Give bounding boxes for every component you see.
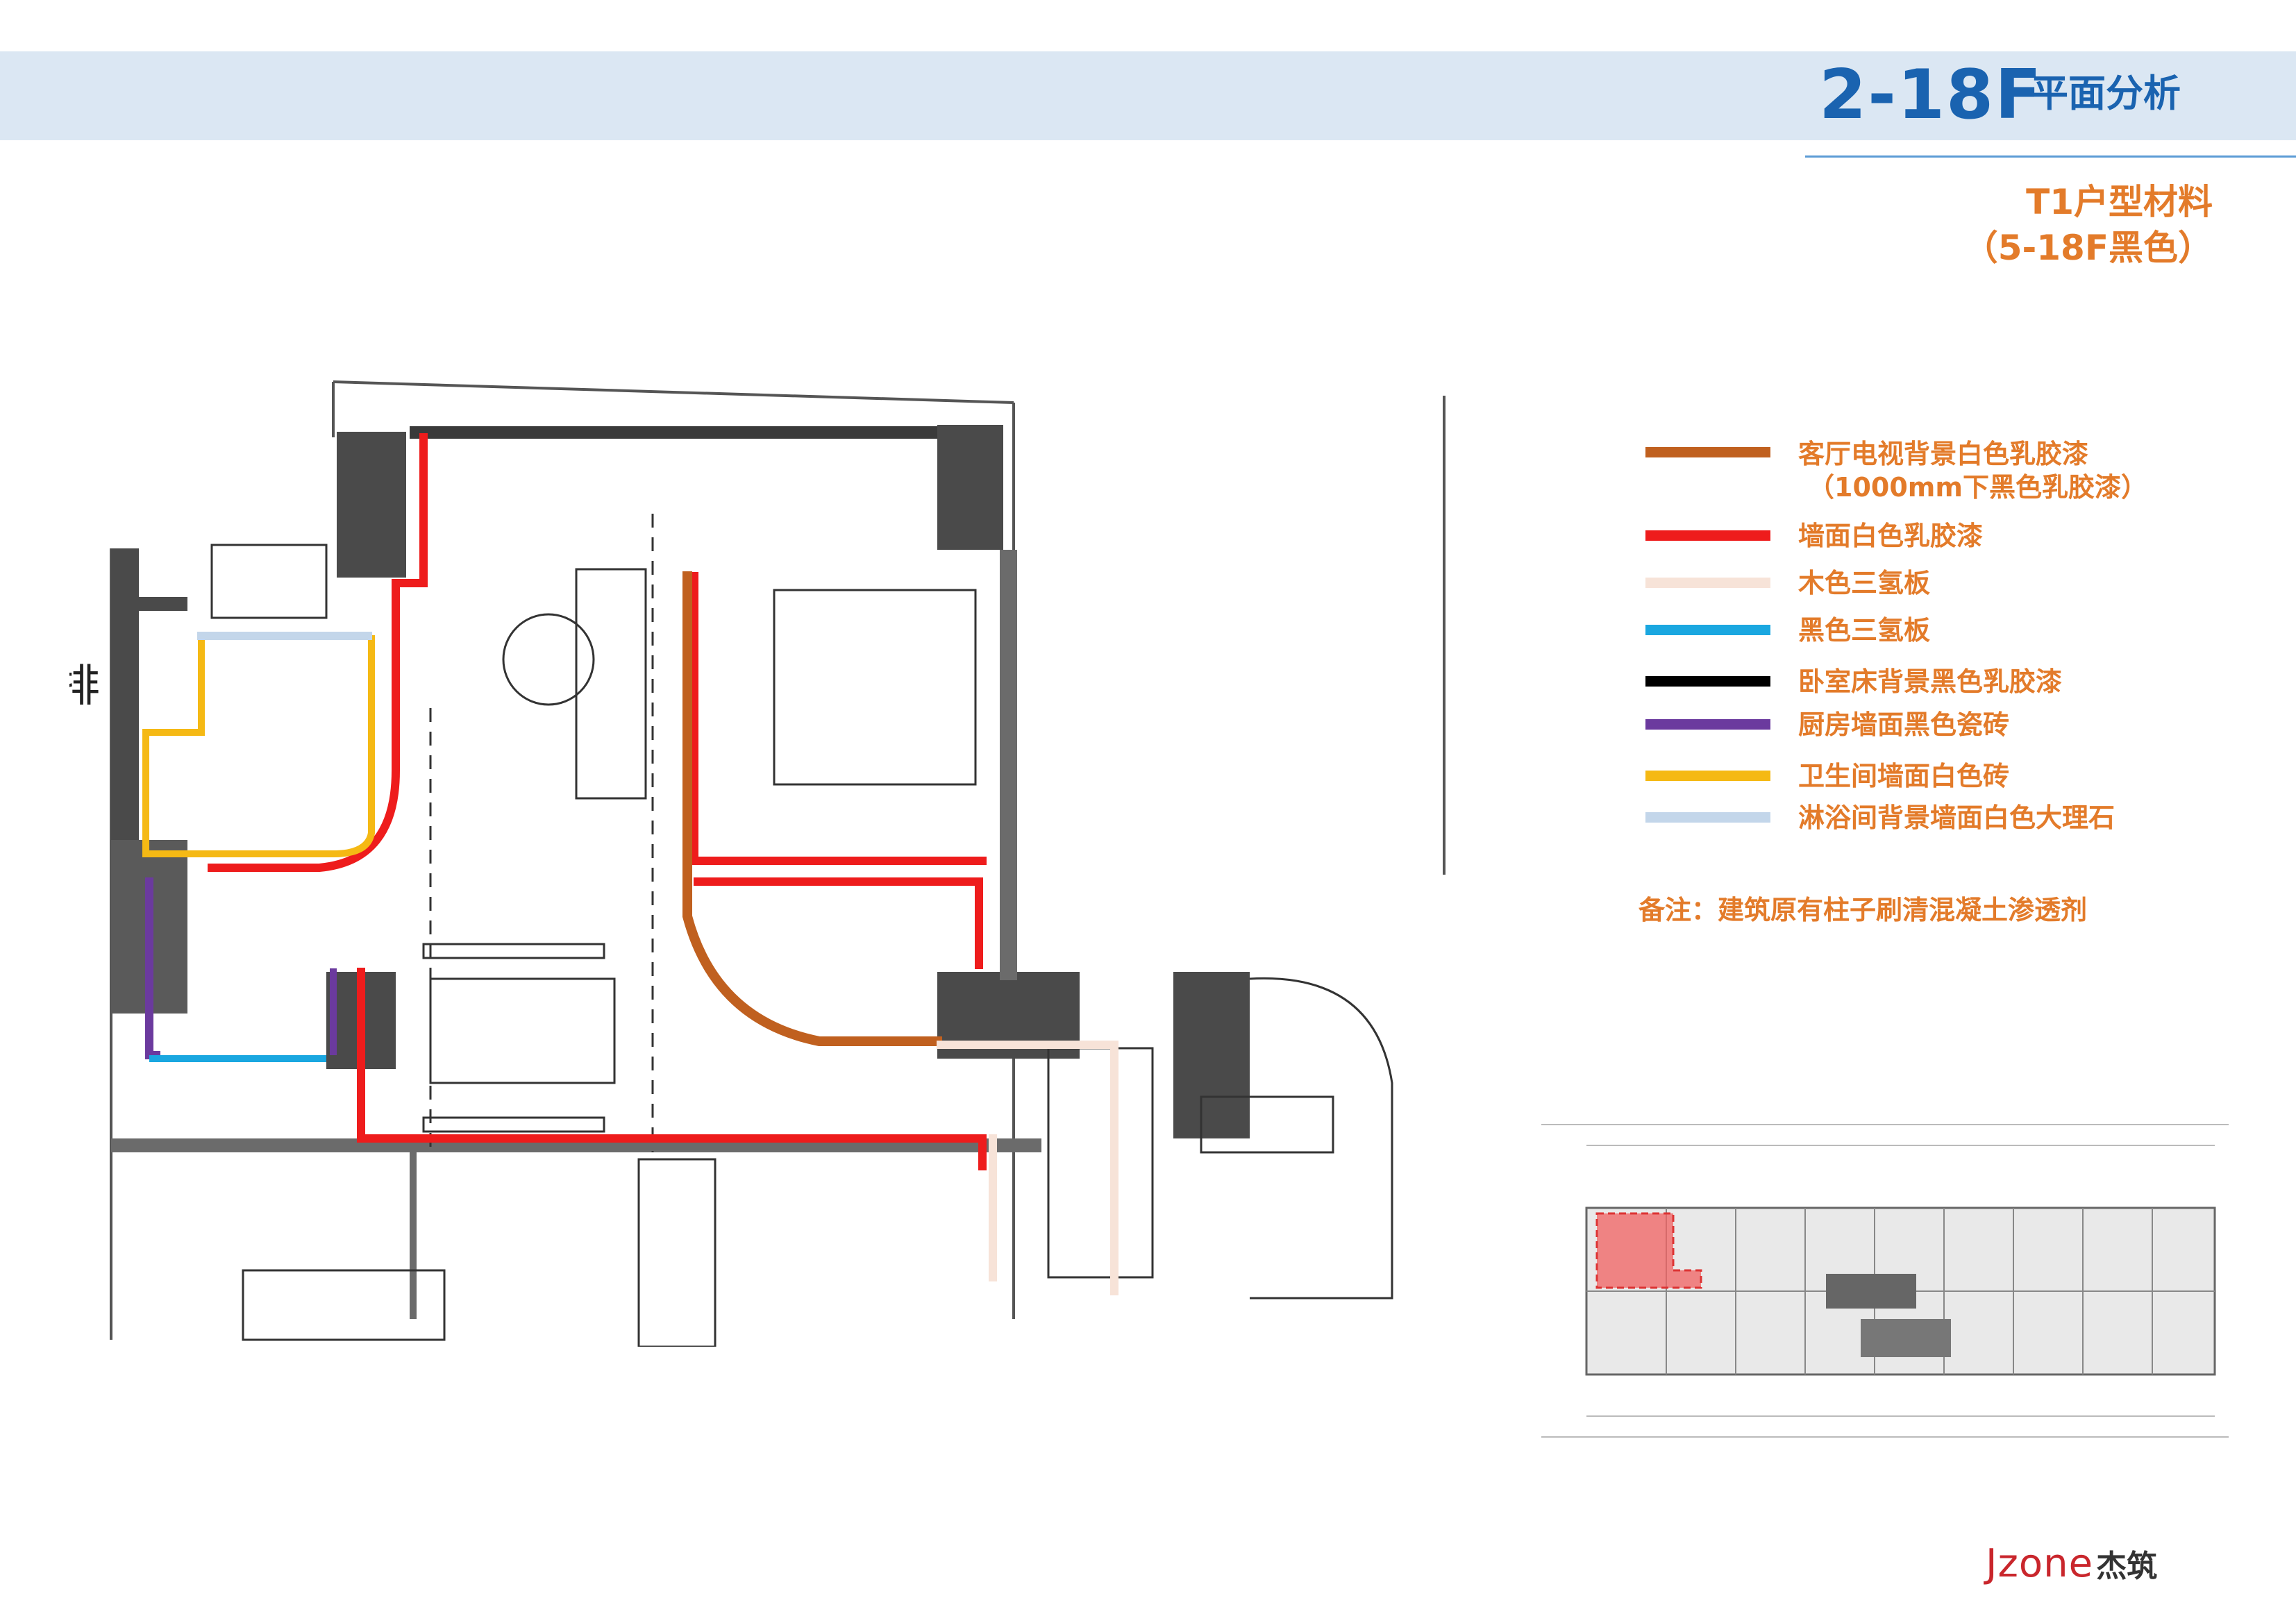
header-band bbox=[0, 51, 2296, 140]
remark-note: 备注：建筑原有柱子刷清混凝土渗透剂 bbox=[1639, 895, 2088, 925]
room-fixtures bbox=[210, 514, 1393, 1347]
unit-title-line2: （5-18F黑色） bbox=[1963, 228, 2213, 268]
unit-title: T1户型材料 （5-18F黑色） bbox=[1963, 179, 2213, 271]
red-wall-paint-3 bbox=[694, 877, 983, 969]
legend-label: 木色三氢板 bbox=[1798, 568, 1931, 598]
legend-item: 卧室床背景黑色乳胶漆 bbox=[1645, 665, 2243, 698]
legend-swatch-kitchen-tile bbox=[1645, 719, 1770, 730]
legend-item: 厨房墙面黑色瓷砖 bbox=[1645, 708, 2243, 741]
key-plan-gridlines bbox=[1541, 1124, 2229, 1438]
legend-item: 卫生间墙面白色砖 bbox=[1645, 759, 2243, 793]
legend-swatch-black-board bbox=[1645, 625, 1770, 635]
legend-label: 墙面白色乳胶漆 bbox=[1798, 521, 1984, 551]
legend-label: 黑色三氢板 bbox=[1798, 615, 1931, 646]
legend-item: 黑色三氢板 bbox=[1645, 614, 2243, 647]
key-plan-core bbox=[1826, 1274, 1916, 1309]
legend-swatch-bed-wall bbox=[1645, 676, 1770, 687]
section-title: 平面分析 bbox=[2031, 72, 2181, 115]
legend-swatch-wood-board bbox=[1645, 578, 1770, 588]
key-plan-core-2 bbox=[1861, 1319, 1951, 1357]
legend-item: 淋浴间背景墙面白色大理石 bbox=[1645, 801, 2243, 834]
logo-cn: 杰筑 bbox=[2096, 1549, 2158, 1584]
floor-label: 2-18F bbox=[1819, 56, 2043, 135]
header-divider bbox=[1805, 155, 2296, 158]
company-logo: Jzone 杰筑 bbox=[1986, 1541, 2157, 1586]
legend-swatch-wall-paint bbox=[1645, 530, 1770, 541]
floor-plan: 排 bbox=[69, 380, 1446, 1347]
legend-item: 墙面白色乳胶漆 bbox=[1645, 519, 2243, 553]
legend-item: 木色三氢板 bbox=[1645, 566, 2243, 600]
unit-title-line1: T1户型材料 bbox=[2026, 182, 2213, 222]
wood-board bbox=[937, 1041, 1118, 1295]
legend-label: 客厅电视背景白色乳胶漆 bbox=[1798, 439, 2089, 469]
red-wall-paint-4 bbox=[357, 968, 987, 1170]
legend-swatch-tv-wall bbox=[1645, 447, 1770, 457]
red-wall-paint-2 bbox=[690, 572, 987, 865]
logo-latin: Jzone bbox=[1986, 1541, 2094, 1586]
legend-label: 淋浴间背景墙面白色大理石 bbox=[1798, 802, 2115, 833]
window-band bbox=[410, 426, 937, 439]
key-plan bbox=[1527, 1104, 2243, 1468]
legend-swatch-shower-marble bbox=[1645, 812, 1770, 823]
key-plan-highlight-unit bbox=[1595, 1212, 1702, 1289]
legend-sublabel: （1000mm下黑色乳胶漆） bbox=[1808, 472, 2147, 503]
legend-label: 厨房墙面黑色瓷砖 bbox=[1798, 709, 2010, 740]
legend-label: 卧室床背景黑色乳胶漆 bbox=[1798, 666, 2063, 697]
red-wall-paint bbox=[208, 433, 428, 872]
key-plan-units bbox=[1586, 1208, 2215, 1374]
finish-lines bbox=[142, 433, 1118, 1295]
material-legend: 客厅电视背景白色乳胶漆 （1000mm下黑色乳胶漆） 墙面白色乳胶漆 木色三氢板… bbox=[1645, 437, 2243, 834]
legend-text-group: 客厅电视背景白色乳胶漆 （1000mm下黑色乳胶漆） bbox=[1798, 437, 2147, 504]
brown-tv-wall bbox=[682, 571, 942, 1046]
legend-label: 卫生间墙面白色砖 bbox=[1798, 761, 2010, 791]
legend-swatch-bath-tile bbox=[1645, 771, 1770, 781]
legend-item: 客厅电视背景白色乳胶漆 （1000mm下黑色乳胶漆） bbox=[1645, 437, 2243, 504]
yellow-bath-tile bbox=[142, 635, 375, 857]
plan-side-mark: 排 bbox=[69, 661, 100, 712]
